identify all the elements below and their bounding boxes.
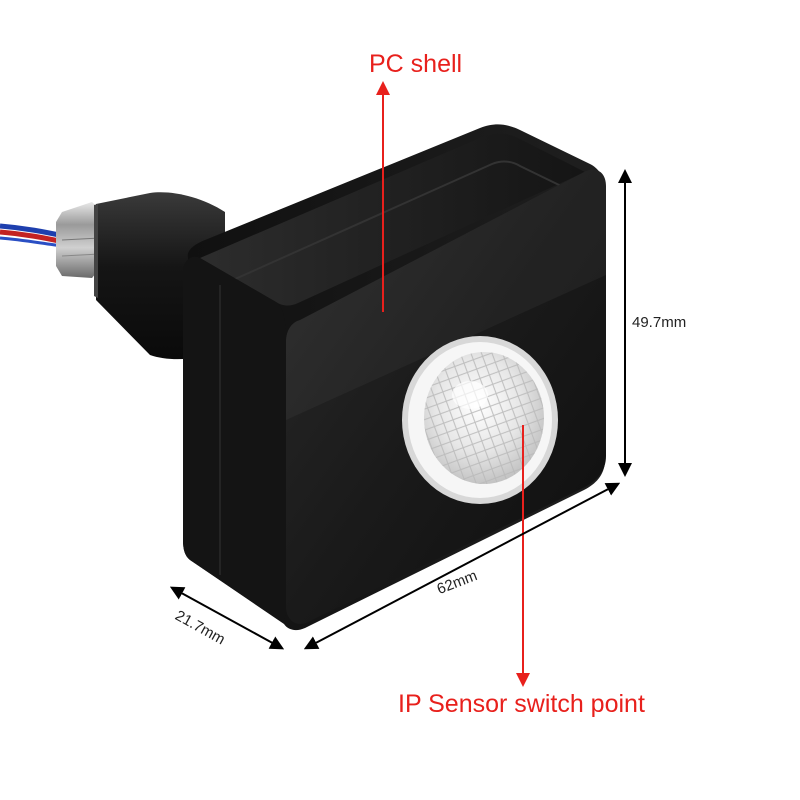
depth-dimension-arrow [169,586,285,650]
ip-sensor-label: IP Sensor switch point [398,690,645,718]
width-dimension-arrow [303,482,621,650]
height-dimension-label: 49.7mm [632,314,687,331]
pc-shell-label: PC shell [369,50,463,78]
wire-cable-icon [0,223,65,248]
hex-nut [56,202,101,278]
fresnel-dome-icon [402,336,558,504]
